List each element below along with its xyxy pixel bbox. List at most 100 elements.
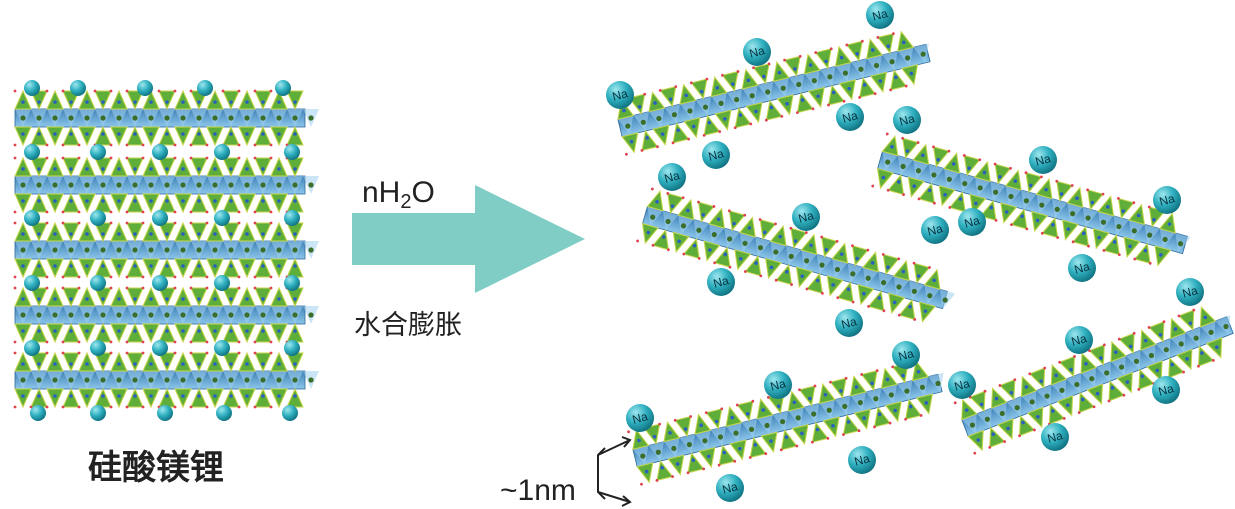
silicon-atom <box>293 199 297 203</box>
silicon-atom <box>213 394 217 398</box>
silicon-atom <box>653 101 657 105</box>
tetrahedron <box>641 129 659 152</box>
oxygen-atom <box>886 188 890 192</box>
oxygen-atom <box>237 351 241 355</box>
oxygen-atom <box>1071 240 1075 244</box>
silicon-atom <box>197 232 201 236</box>
tetrahedron <box>14 323 32 344</box>
oxygen-atom <box>779 448 783 452</box>
silicon-atom <box>85 362 89 366</box>
oxygen-atom <box>798 388 801 392</box>
oxygen-atom <box>109 275 113 279</box>
silicon-atom <box>793 67 797 71</box>
ion-sphere <box>1041 423 1069 451</box>
tetrahedron <box>849 375 867 397</box>
metal-atom <box>84 377 90 383</box>
silicon-atom <box>37 132 41 136</box>
oxygen-atom <box>205 286 209 290</box>
tetrahedron <box>78 221 96 242</box>
ion-sphere <box>1029 146 1057 174</box>
silicon-atom <box>133 297 137 301</box>
silicon-atom <box>902 40 906 45</box>
oxygen-atom <box>173 89 177 93</box>
silicon-atom <box>229 232 233 236</box>
thickness-label: ~1nm <box>500 474 576 507</box>
tetrahedron <box>632 428 650 450</box>
silicon-atom <box>661 235 666 239</box>
octahedron <box>862 267 879 287</box>
oxygen-atom <box>873 425 876 429</box>
metal-atom <box>834 266 841 273</box>
tetrahedron <box>30 257 48 278</box>
silicon-atom <box>181 167 185 171</box>
tetrahedron <box>270 388 288 409</box>
oxygen-atom <box>253 286 257 290</box>
tetrahedron <box>62 157 80 178</box>
oxygen-atom <box>1147 326 1151 329</box>
tetrahedron <box>911 359 929 382</box>
tetrahedron <box>30 125 48 146</box>
oxygen-atom <box>998 384 1002 387</box>
metal-atom <box>764 422 770 429</box>
tetrahedron <box>254 222 272 243</box>
metal-atom <box>36 247 42 253</box>
tetrahedron <box>741 68 759 90</box>
oxygen-atom <box>993 162 997 166</box>
tetrahedron <box>14 258 32 279</box>
oxygen-atom <box>686 471 690 475</box>
ion-label: Na <box>953 376 972 394</box>
tetrahedron <box>174 286 192 307</box>
metal-atom <box>1014 405 1020 411</box>
tetrahedron <box>142 388 160 409</box>
tetrahedron <box>656 459 674 482</box>
silicon-atom <box>908 304 912 309</box>
tetrahedron <box>222 387 240 408</box>
silicon-atom <box>901 373 905 378</box>
oxygen-atom <box>827 103 830 107</box>
metal-atom <box>20 182 26 188</box>
oxygen-atom <box>1039 175 1043 179</box>
ion-sphere <box>707 268 735 296</box>
tetrahedron <box>1004 169 1022 191</box>
metal-atom <box>212 312 218 318</box>
tetrahedron <box>798 385 816 407</box>
interlayer-cation <box>197 80 213 96</box>
silicon-atom <box>181 264 185 268</box>
ion-sphere <box>716 474 744 502</box>
sodium-ion: Na <box>658 163 686 191</box>
sodium-ion: Na <box>1065 326 1093 354</box>
silicon-atom <box>213 264 217 268</box>
water-label-subscript: 2 <box>400 191 412 213</box>
tetrahedron <box>62 222 80 243</box>
tetrahedron <box>919 301 936 323</box>
oxygen-atom <box>61 286 65 290</box>
oxygen-atom <box>205 143 209 147</box>
oxygen-atom <box>902 193 905 196</box>
octahedron <box>974 177 991 197</box>
tetrahedron <box>961 398 978 421</box>
silicon-atom <box>732 221 736 226</box>
silicon-atom <box>777 70 782 75</box>
sodium-ion: Na <box>1152 376 1180 404</box>
oxygen-atom <box>913 318 917 321</box>
silicon-atom <box>1136 213 1141 218</box>
oxygen-atom <box>904 84 908 88</box>
oxygen-atom <box>674 85 678 89</box>
oxygen-atom <box>125 156 129 160</box>
metal-atom <box>857 400 863 406</box>
silicon-atom <box>967 166 971 171</box>
tetrahedron <box>30 387 48 408</box>
tetrahedron <box>46 351 64 372</box>
oxygen-atom <box>253 340 257 344</box>
octahedron <box>944 168 960 188</box>
oxygen-atom <box>13 351 17 355</box>
metal-atom <box>148 115 154 121</box>
clay-sheet <box>13 351 319 409</box>
silicon-atom <box>261 167 265 171</box>
oxygen-atom <box>749 122 753 126</box>
silicon-atom <box>1105 205 1110 209</box>
silicon-atom <box>277 264 281 268</box>
tetrahedron <box>818 382 836 405</box>
oxygen-atom <box>1132 331 1136 335</box>
silicon-atom <box>776 404 781 408</box>
